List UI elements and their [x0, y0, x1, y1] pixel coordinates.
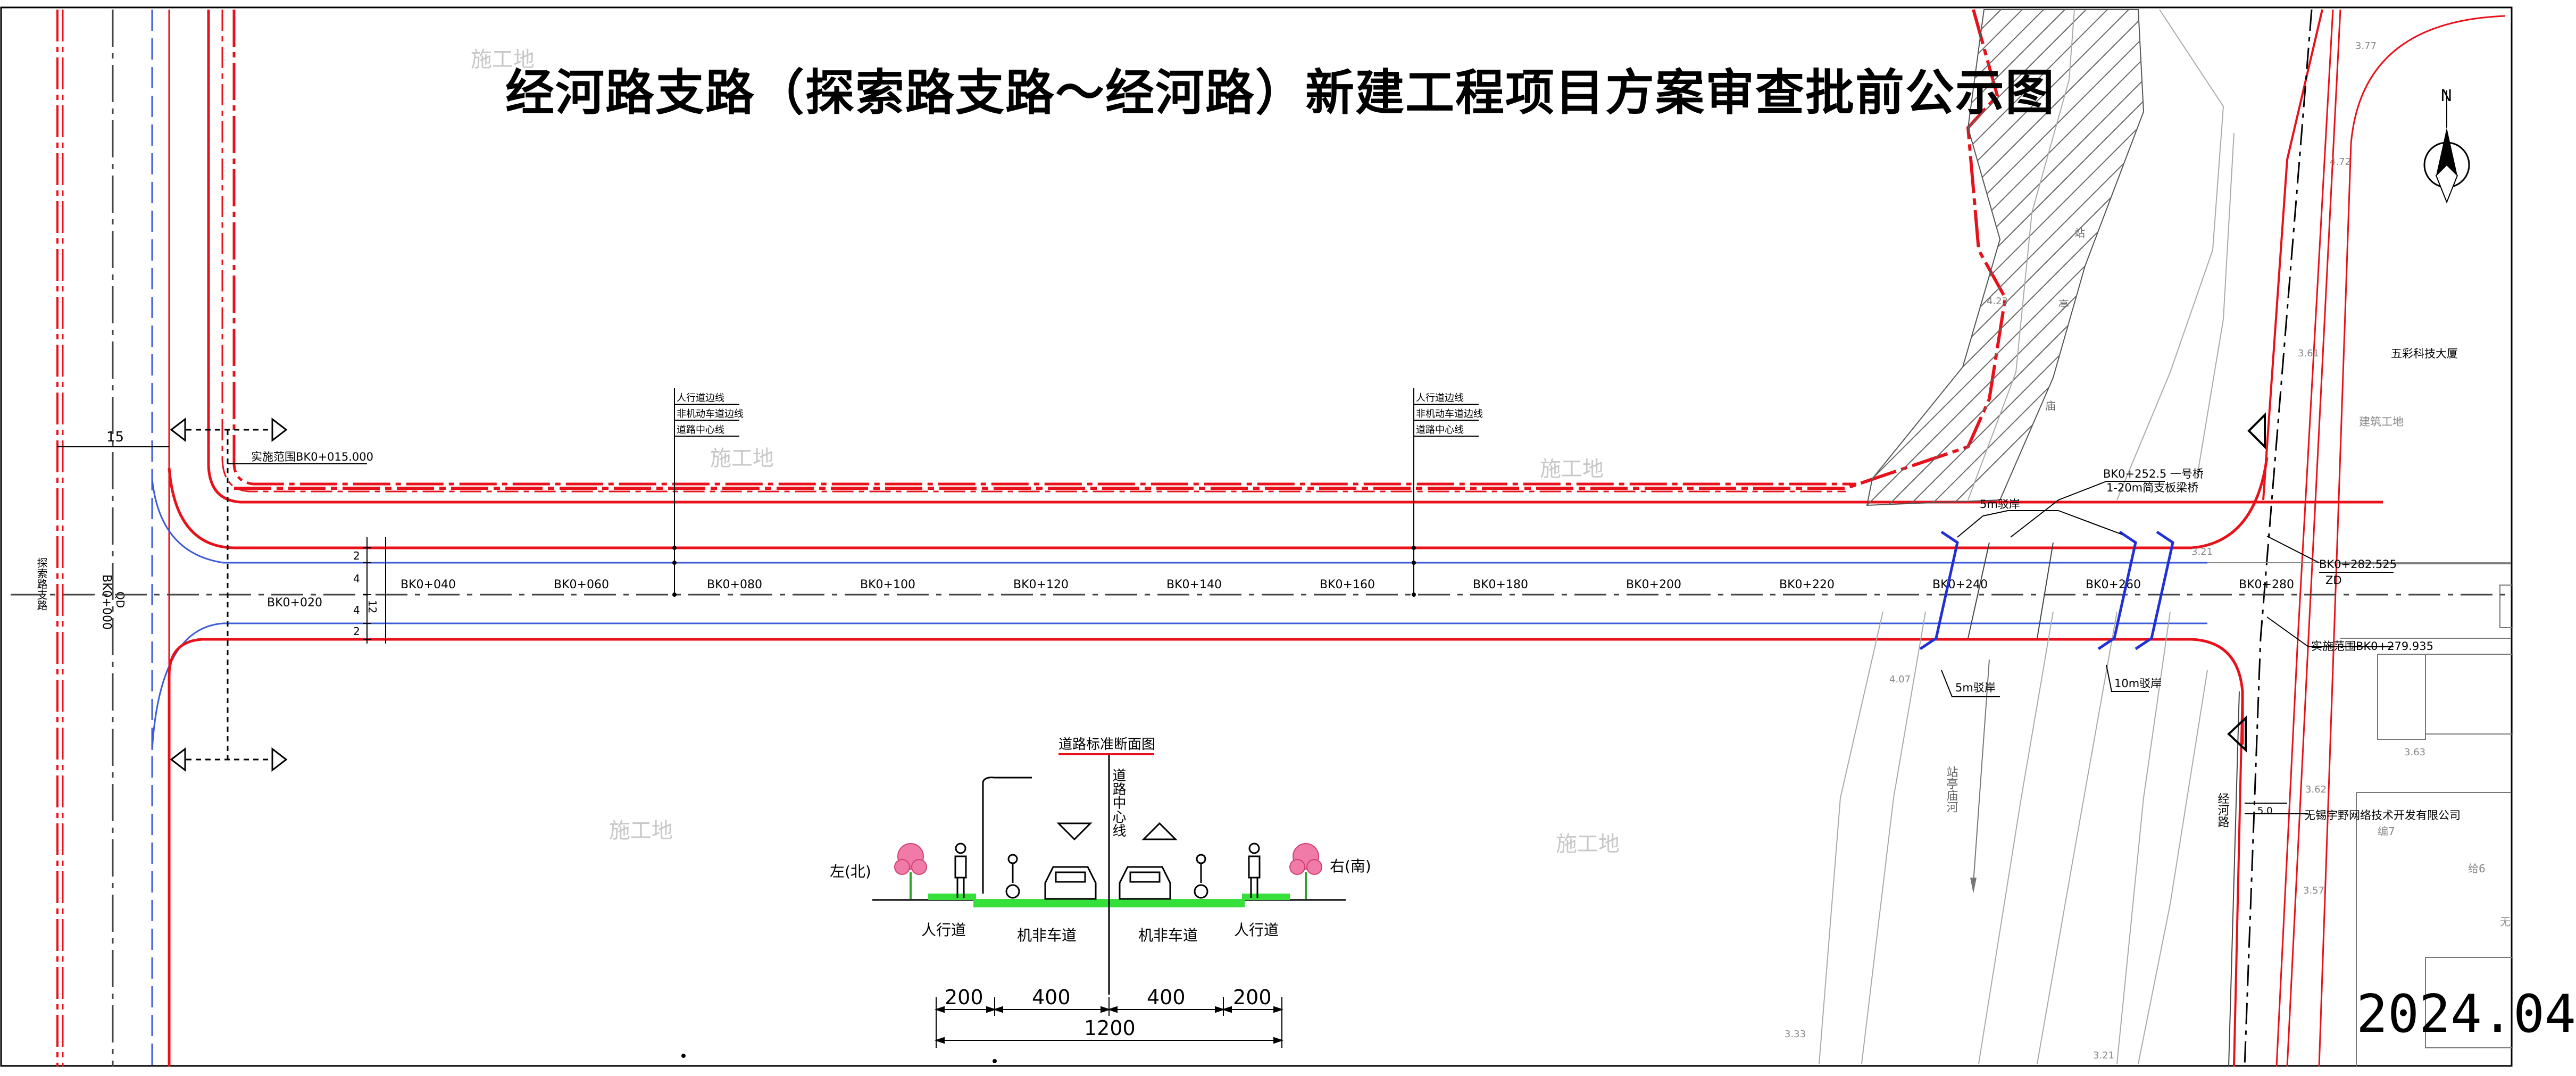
implementation-end: BK0+282.525 ZD 实施范围BK0+279.935 [2266, 536, 2433, 653]
width-dim-4: 4 [353, 604, 360, 616]
date-label: 2024.04 [2356, 984, 2576, 1045]
svg-text:道路中心线: 道路中心线 [677, 424, 724, 436]
left-cross-street: 探索路支路 BK0+000 QD 15 [35, 10, 2383, 1066]
lane-right-label: 机非车道 [1138, 927, 1198, 944]
svg-text:3.61: 3.61 [2298, 348, 2319, 359]
width-dim-2: 4 [353, 572, 360, 585]
revetment-5m-bottom-label: 5m驳岸 [1955, 681, 1996, 694]
dim-total: 1200 [1084, 1016, 1136, 1040]
dim-200-right: 200 [1233, 986, 1272, 1009]
width-dimensions [363, 537, 386, 644]
river-char-2: 亭 [2058, 298, 2069, 311]
bridge-label-1: BK0+252.5 一号桥 [2103, 468, 2204, 480]
north-arrow: N [2423, 87, 2470, 204]
chainage-label: BK0+220 [1779, 578, 1835, 591]
implementation-start-label: 实施范围BK0+015.000 [251, 451, 373, 463]
plot-label-2: 给6 [2468, 862, 2486, 875]
side-road-left-label: 探索路支路 [35, 557, 48, 611]
revetment-5m-top-label: 5m驳岸 [1980, 498, 2020, 511]
river-char-1: 站 [2074, 227, 2085, 239]
chainage-label: BK0+140 [1166, 578, 1222, 591]
dim-5-0-label: 5.0 [2257, 805, 2273, 816]
watermark-2: 施工地 [710, 446, 774, 471]
svg-text:人行道边线: 人行道边线 [1416, 393, 1464, 404]
side-road-right-label: 经河路 [2216, 793, 2230, 828]
svg-text:非机动车道边线: 非机动车道边线 [1416, 408, 1483, 420]
plot-label-1: 编7 [2378, 825, 2395, 838]
chainage-label: BK0+260 [2086, 578, 2141, 591]
watermarks: 施工地 施工地 施工地 施工地 施工地 [471, 47, 1620, 856]
watermark-5: 施工地 [1556, 832, 1620, 856]
company-name-label: 无锡宇野网络技术开发有限公司 [2304, 809, 2461, 822]
cross-section-title: 道路标准断面图 [1058, 737, 1155, 753]
right-street: 经河路 五彩科技大厦 建筑工地 无锡宇野网络技术开发有限公司 编7 给6 无 5… [2216, 9, 2513, 1067]
north-label: N [2440, 87, 2452, 105]
revetment-10m-label: 10m驳岸 [2114, 677, 2162, 690]
svg-text:4.23: 4.23 [1987, 296, 2008, 307]
watermark-1: 施工地 [471, 47, 535, 72]
chainage-label: BK0+060 [554, 578, 609, 591]
river-name-label: 站亭庙河 [1945, 766, 1958, 813]
svg-text:4.07: 4.07 [1889, 674, 1911, 685]
end-chainage-label: BK0+282.525 [2319, 558, 2397, 571]
watermark-3: 施工地 [1540, 457, 1604, 481]
width-dim-3: 12 [366, 600, 379, 613]
svg-text:3.57: 3.57 [2303, 885, 2324, 896]
sheet-frame [0, 6, 2513, 1067]
bridge-structure: 5m驳岸 BK0+252.5 一号桥 1-20m简支板梁桥 5m驳岸 10m驳岸 [1919, 468, 2204, 697]
bridge-label-2: 1-20m简支板梁桥 [2106, 481, 2198, 494]
svg-text:3.77: 3.77 [2355, 40, 2377, 52]
dim-400-right: 400 [1147, 986, 1186, 1009]
svg-text:3.21: 3.21 [2093, 1050, 2114, 1061]
implementation-start [170, 417, 367, 772]
svg-text:道路中心线: 道路中心线 [1416, 424, 1464, 436]
river-char-3: 庙 [2045, 399, 2056, 412]
chainage-label: BK0+100 [860, 578, 915, 591]
page-title: 经河路支路（探索路支路～经河路）新建工程项目方案审查批前公示图 [505, 64, 2056, 121]
implementation-end-label: 实施范围BK0+279.935 [2311, 640, 2433, 653]
chainage-label: BK0+020 [267, 596, 322, 610]
chainage-label: BK0+160 [1320, 578, 1375, 591]
building-name-label: 五彩科技大厦 [2391, 347, 2458, 360]
svg-text:非机动车道边线: 非机动车道边线 [677, 408, 744, 420]
drawing-canvas: 施工地 施工地 施工地 施工地 施工地 探索路支路 BK0+000 QD 15 [0, 6, 2513, 1067]
offset-dim-label: 15 [106, 429, 124, 445]
chainage-label: BK0+200 [1626, 578, 1681, 591]
chainage-label: BK0+080 [707, 578, 762, 591]
elevation-labels: 3.77 4.72 4.23 3.61 3.21 4.07 3.62 3.63 … [1785, 40, 2425, 1061]
svg-text:3.63: 3.63 [2404, 747, 2425, 758]
width-dim-1: 2 [353, 549, 360, 562]
upper-plot-boundary [234, 9, 2007, 490]
road-centerline [11, 562, 2511, 596]
sidewalk-right-label: 人行道 [1234, 921, 1279, 939]
start-chainage-label: BK0+000 [100, 574, 113, 630]
zd-label: ZD [2325, 574, 2342, 587]
chainage-label: BK0+120 [1013, 578, 1069, 591]
cross-section: 道路标准断面图 道路中心线 [830, 737, 1371, 1048]
sidewalk-left-label: 人行道 [921, 921, 966, 939]
chainage-layer: BK0+020 BK0+040 BK0+060 BK0+080 BK0+100 BK0+1… [267, 578, 2294, 610]
width-dim-5: 2 [353, 625, 360, 638]
watermark-4: 施工地 [609, 819, 673, 843]
cross-left-label: 左(北) [830, 863, 871, 880]
svg-text:3.33: 3.33 [1785, 1029, 1806, 1040]
line-legend-1: 人行道边线 非机动车道边线 道路中心线 [672, 388, 744, 597]
svg-text:人行道边线: 人行道边线 [677, 393, 724, 404]
chainage-label: BK0+280 [2239, 578, 2294, 591]
svg-text:4.72: 4.72 [2330, 156, 2351, 168]
lane-left-label: 机非车道 [1017, 927, 1077, 944]
plot-label-3: 无 [2500, 915, 2511, 928]
building-site-label: 建筑工地 [2359, 415, 2404, 428]
cross-right-label: 右(南) [1330, 857, 1371, 875]
chainage-label: BK0+040 [401, 578, 456, 591]
centerline-label: 道路中心线 [1110, 768, 1126, 837]
chainage-label: BK0+180 [1473, 578, 1528, 591]
svg-text:3.62: 3.62 [2305, 784, 2327, 795]
dim-200-left: 200 [945, 986, 983, 1009]
dim-400-left: 400 [1032, 986, 1071, 1009]
line-legend-2: 人行道边线 非机动车道边线 道路中心线 [1412, 388, 1483, 597]
svg-text:3.21: 3.21 [2191, 546, 2213, 557]
